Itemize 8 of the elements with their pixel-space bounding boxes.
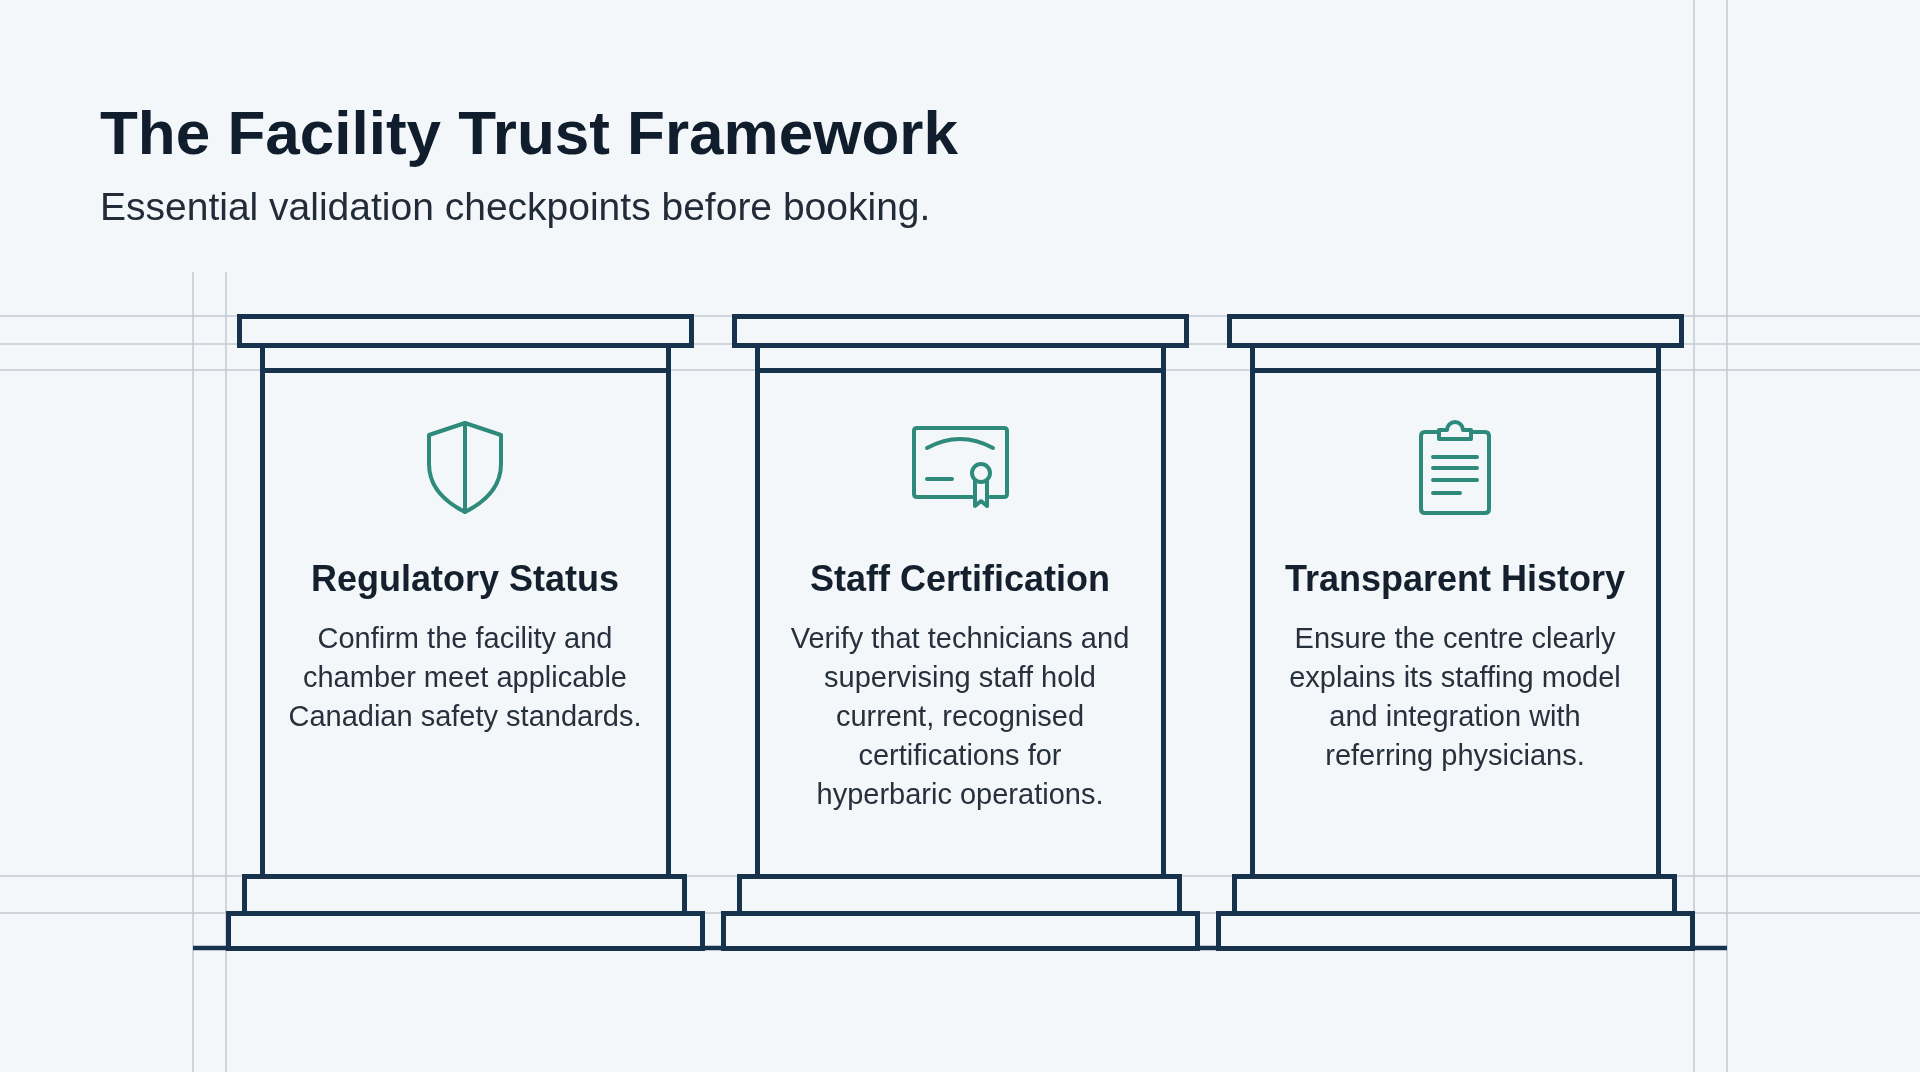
pillar-description: Confirm the facility and chamber meet applicable Canadian safety standards. <box>287 620 643 734</box>
title: The Facility Trust Framework <box>100 97 958 168</box>
pillar-heading: Regulatory Status <box>310 557 620 600</box>
pillar-description: Verify that technicians and supervising staff hold current, recognised certifications for hyperbaric operations. <box>789 620 1131 812</box>
pillar-heading: Transparent History <box>1284 557 1626 600</box>
pillar-description: Ensure the centre clearly explains its staffing model and integration with referring physicians. <box>1288 620 1622 773</box>
pillar-heading: Staff Certification <box>810 557 1110 600</box>
subtitle: Essential validation checkpoints before booking. <box>100 184 931 230</box>
